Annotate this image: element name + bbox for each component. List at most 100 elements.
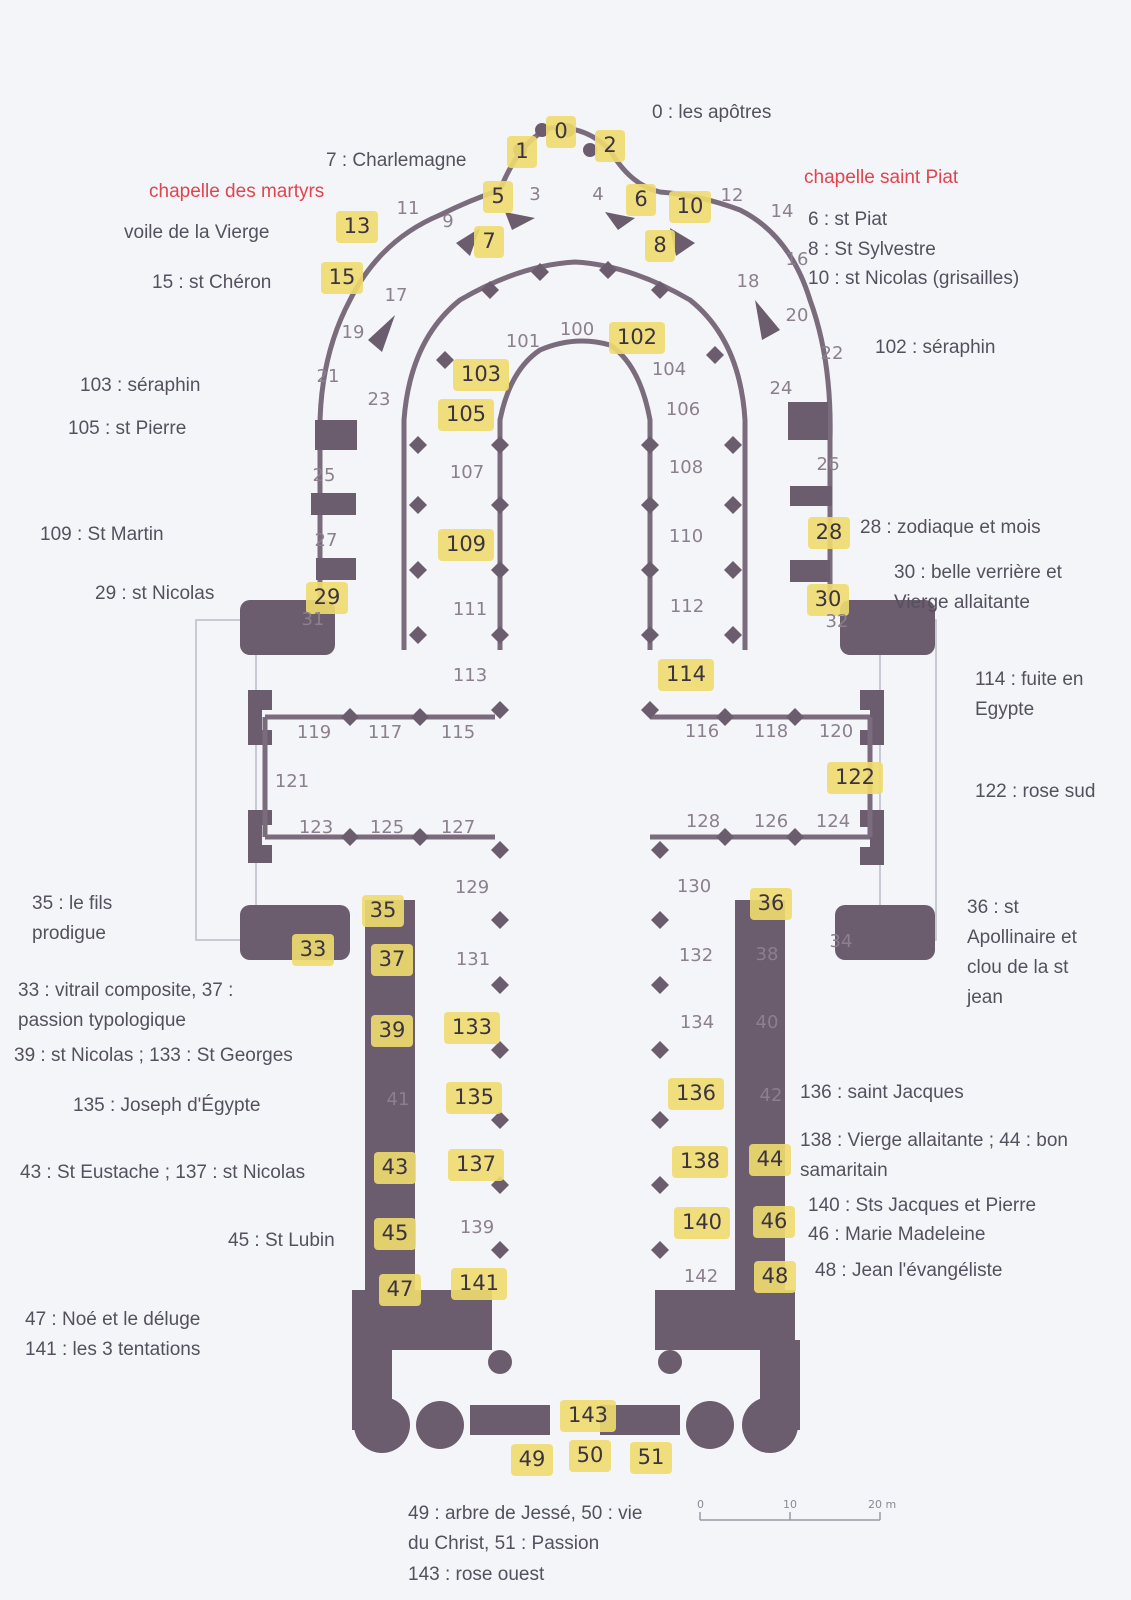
highlight-marker-29 (306, 582, 348, 614)
pier (491, 841, 509, 859)
window-number-19: 19 (342, 322, 365, 343)
pier (651, 911, 669, 929)
pier (786, 708, 804, 726)
window-number-16: 16 (786, 249, 809, 270)
window-number-133: 133 (452, 1015, 492, 1039)
window-number-29: 29 (314, 585, 341, 609)
highlight-marker-7 (474, 226, 504, 258)
pier (341, 828, 359, 846)
window-number-32: 32 (826, 611, 849, 632)
window-number-118: 118 (754, 721, 788, 742)
window-number-44: 44 (757, 1147, 784, 1171)
label-fuite-114-b: Egypte (975, 699, 1035, 720)
highlight-marker-43 (374, 1152, 416, 1184)
window-number-103: 103 (461, 362, 501, 386)
window-number-104: 104 (652, 359, 686, 380)
pier (531, 263, 549, 281)
window-number-127: 127 (441, 817, 475, 838)
window-number-46: 46 (761, 1209, 788, 1233)
window-number-124: 124 (816, 811, 850, 832)
label-rose-122: 122 : rose sud (975, 781, 1096, 802)
highlight-marker-137 (448, 1149, 504, 1181)
pier (724, 436, 742, 454)
pier (651, 1176, 669, 1194)
highlight-marker-51 (630, 1442, 672, 1474)
highlight-marker-102 (609, 322, 665, 354)
window-number-3: 3 (529, 184, 540, 205)
label-eustache-43: 43 : St Eustache ; 137 : st Nicolas (20, 1162, 306, 1183)
window-number-51: 51 (638, 1445, 665, 1469)
window-number-131: 131 (456, 949, 490, 970)
scale-label-20: 20 m (868, 1498, 896, 1511)
label-jacques-140: 140 : Sts Jacques et Pierre (808, 1195, 1037, 1216)
highlight-marker-33 (292, 934, 334, 966)
pier (491, 976, 509, 994)
window-number-109: 109 (446, 532, 486, 556)
window-number-17: 17 (385, 285, 408, 306)
window-number-126: 126 (754, 811, 788, 832)
scale-label-10: 10 (783, 1498, 797, 1511)
window-number-116: 116 (685, 721, 719, 742)
window-number-139: 139 (460, 1217, 494, 1238)
pier (491, 626, 509, 644)
pier (641, 496, 659, 514)
label-fils-35-a: 35 : le fils (32, 893, 113, 914)
window-number-134: 134 (680, 1012, 714, 1033)
window-number-41: 41 (387, 1089, 410, 1110)
window-number-112: 112 (670, 596, 704, 617)
label-apoll-36-c: clou de la st (967, 957, 1069, 978)
highlight-marker-10 (669, 191, 711, 223)
label-rose-143: 143 : rose ouest (408, 1564, 545, 1585)
window-number-115: 115 (441, 722, 475, 743)
label-chapelle-piat: chapelle saint Piat (804, 167, 959, 188)
pier (491, 496, 509, 514)
label-piat: 6 : st Piat (808, 209, 888, 230)
window-number-21: 21 (317, 366, 340, 387)
highlight-marker-2 (595, 130, 625, 162)
window-number-47: 47 (387, 1277, 414, 1301)
pier (481, 281, 499, 299)
window-number-18: 18 (737, 271, 760, 292)
pier (706, 346, 724, 364)
window-number-14: 14 (771, 201, 794, 222)
pier (651, 1241, 669, 1259)
highlight-marker-47 (379, 1274, 421, 1306)
highlight-marker-46 (753, 1206, 795, 1238)
window-number-28: 28 (816, 520, 843, 544)
window-number-129: 129 (455, 877, 489, 898)
highlight-marker-50 (569, 1440, 611, 1472)
window-number-113: 113 (453, 665, 487, 686)
window-number-12: 12 (721, 185, 744, 206)
window-number-101: 101 (506, 331, 540, 352)
highlight-marker-5 (483, 181, 513, 213)
label-lubin-45: 45 : St Lubin (228, 1230, 335, 1251)
window-number-26: 26 (817, 454, 840, 475)
window-number-13: 13 (344, 214, 371, 238)
window-number-0: 0 (554, 119, 567, 143)
window-number-49: 49 (519, 1447, 546, 1471)
pier (491, 1241, 509, 1259)
highlight-marker-1 (507, 136, 537, 168)
highlight-marker-122 (827, 762, 883, 794)
window-number-106: 106 (666, 399, 700, 420)
highlight-marker-6 (626, 184, 656, 216)
label-joseph-135: 135 : Joseph d'Égypte (73, 1095, 261, 1116)
window-number-105: 105 (446, 402, 486, 426)
window-number-27: 27 (315, 530, 338, 551)
window-number-128: 128 (686, 811, 720, 832)
label-vitrail-33-a: 33 : vitrail composite, 37 : (18, 980, 234, 1001)
label-nicolas-29: 29 : st Nicolas (95, 583, 215, 604)
window-number-7: 7 (482, 229, 495, 253)
window-number-111: 111 (453, 599, 487, 620)
window-number-45: 45 (382, 1221, 409, 1245)
transept-south-porch-outline (879, 619, 937, 941)
label-vierge-138-a: 138 : Vierge allaitante ; 44 : bon (800, 1130, 1068, 1151)
chapel-masonry (311, 123, 832, 582)
pier (724, 561, 742, 579)
highlight-marker-143 (560, 1400, 616, 1432)
label-pierre-105: 105 : st Pierre (68, 418, 187, 439)
label-cheron: 15 : st Chéron (152, 272, 272, 293)
highlight-marker-48 (754, 1261, 796, 1293)
